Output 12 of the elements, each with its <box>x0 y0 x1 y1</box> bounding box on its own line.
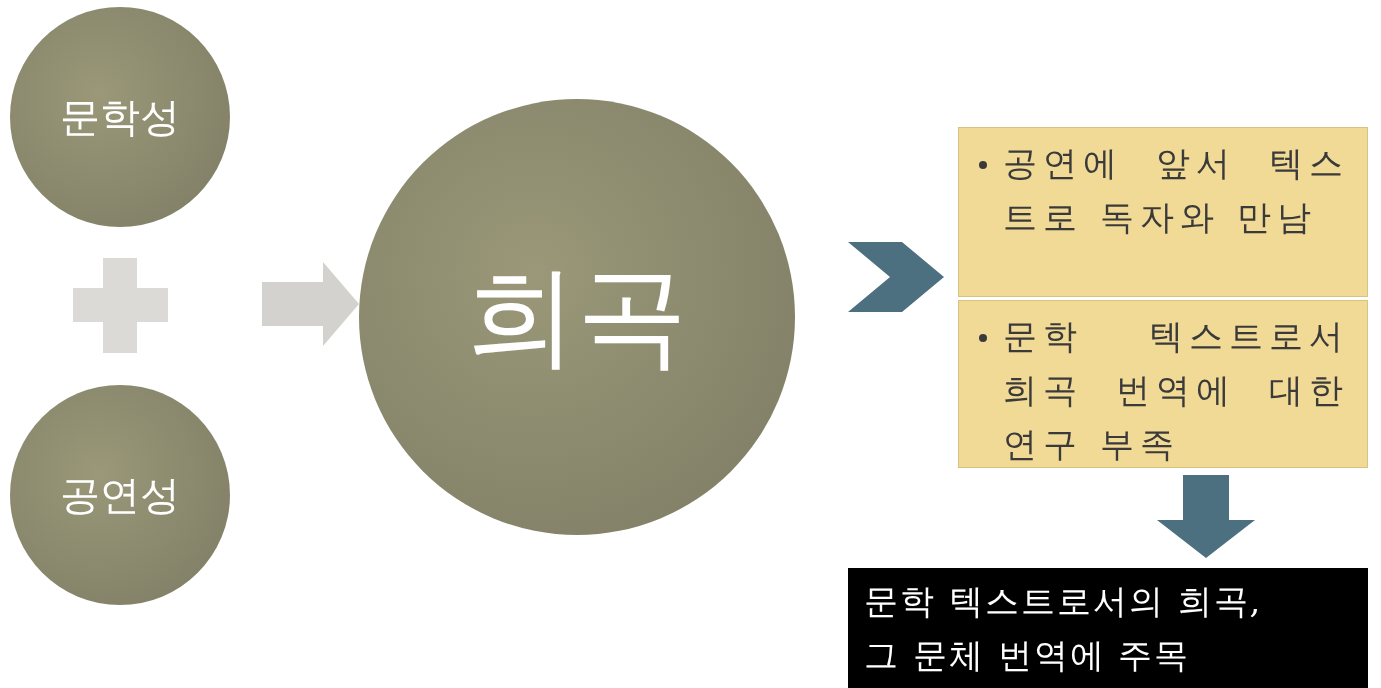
chevron-arrow <box>848 242 944 312</box>
text-box <box>958 127 1368 297</box>
text-box <box>848 568 1368 688</box>
label: 희곡 <box>467 250 687 382</box>
label: 공연성 <box>60 470 180 520</box>
label: 문학 텍스트로서의 희곡, 그 문체 번역에 주목 <box>864 580 1264 677</box>
text-box <box>958 300 1368 468</box>
arrow <box>262 262 359 346</box>
bullet-text: 공연에 앞서 텍스트로 독자와 만남 <box>1003 142 1349 239</box>
label: 문학성 <box>60 92 180 142</box>
arrow <box>1157 475 1255 558</box>
bullet-text: 문학 텍스트로서 희곡 번역에 대한 연구 부족 <box>1003 315 1349 466</box>
